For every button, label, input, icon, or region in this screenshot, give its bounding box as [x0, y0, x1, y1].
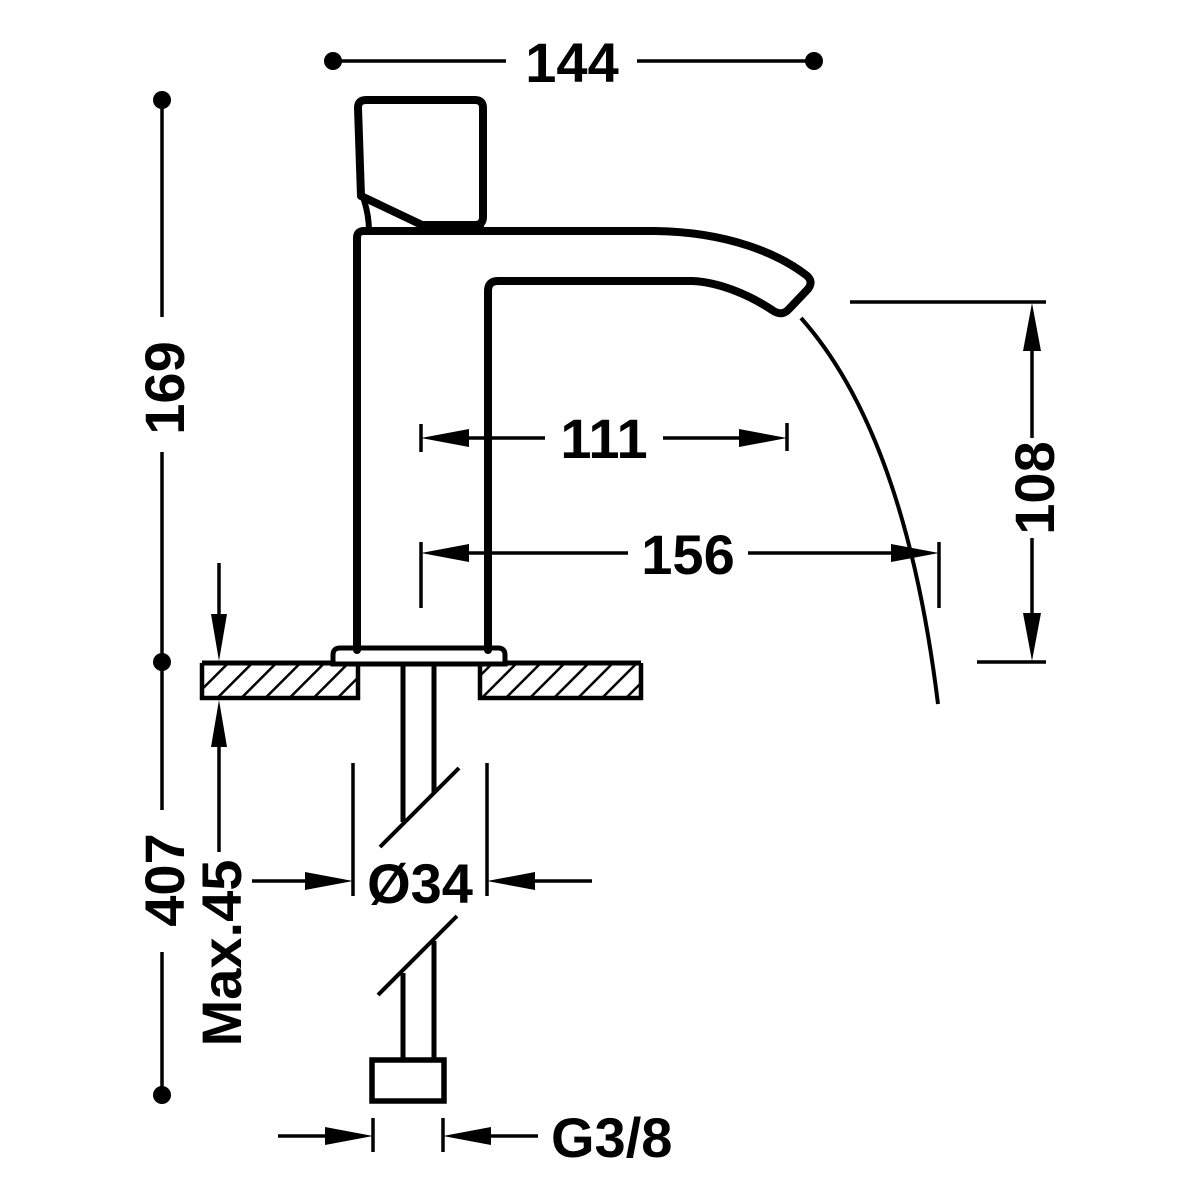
supply-pipe [369, 663, 461, 1104]
dim-407-dot-bottom [153, 1086, 171, 1104]
dim-thread-label: G3/8 [551, 1106, 672, 1169]
dim-max45-arrow-up [211, 700, 227, 747]
dim-111-arrow-left [421, 429, 469, 447]
dim-111-label: 111 [560, 407, 647, 470]
handle-neck-curve [361, 197, 372, 234]
dim-144-dot-right [805, 52, 823, 70]
dim-144-dot-left [324, 52, 342, 70]
dim-diameter-label: Ø34 [367, 852, 473, 915]
dim-156-arrow-right [891, 544, 939, 562]
dim-thread-arrow-left [325, 1127, 373, 1145]
dim-108 [850, 300, 1046, 664]
countertop-hatch-left [202, 664, 358, 698]
countertop-hatch-right [480, 664, 641, 698]
dim-108-arrow-up [1023, 303, 1041, 351]
dim-144 [324, 52, 823, 70]
dim-diameter-arrow-right [487, 872, 535, 890]
dim-max45-label: Max.45 [190, 860, 253, 1047]
faucet-body-and-spout-outline [353, 227, 815, 654]
dim-108-arrow-down [1023, 613, 1041, 661]
dim-407-label: 407 [133, 833, 196, 926]
dim-diameter-arrow-left [305, 872, 353, 890]
dim-156-arrow-left [421, 544, 469, 562]
faucet [330, 96, 940, 705]
pipe-break-slash-lower [376, 914, 459, 997]
faucet-handle [354, 96, 487, 229]
dim-max45 [211, 563, 227, 852]
dim-108-label: 108 [1003, 441, 1066, 534]
dim-156-label: 156 [641, 523, 734, 586]
pipe-break-slash-upper [378, 766, 461, 849]
dim-diameter [252, 763, 592, 896]
dim-111 [419, 423, 789, 452]
dim-407 [153, 662, 171, 1104]
dim-thread [278, 1118, 538, 1152]
connection-nut [369, 1057, 447, 1104]
dim-156 [419, 542, 941, 608]
dim-111-arrow-right [739, 429, 787, 447]
dim-144-label: 144 [525, 31, 618, 94]
base-flange [330, 645, 508, 667]
dim-max45-arrow-down [211, 614, 227, 661]
dim-thread-arrow-right [443, 1127, 491, 1145]
countertop-section-outline [199, 663, 644, 701]
dim-169-label: 169 [133, 341, 196, 434]
dim-169-dot-top [153, 91, 171, 109]
water-stream-curve [799, 316, 940, 705]
